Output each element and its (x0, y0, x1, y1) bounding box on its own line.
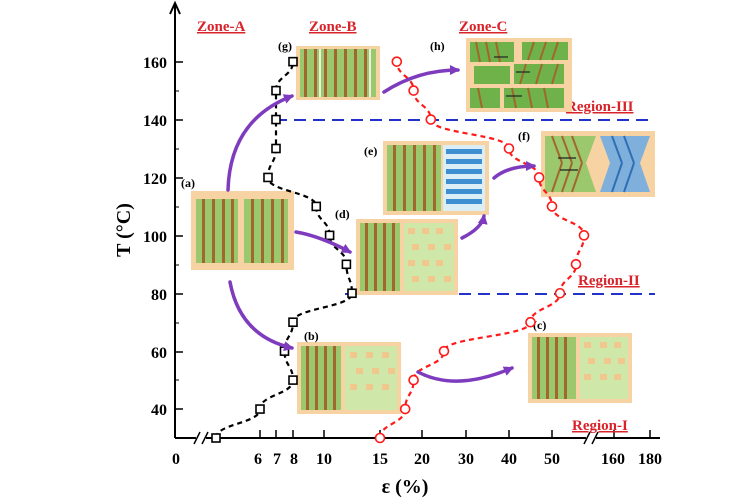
data-point-square (211, 433, 221, 443)
data-point-square (271, 114, 281, 125)
y-tick-label: 60 (151, 345, 167, 362)
data-point-square (288, 56, 298, 67)
panel-label-c: (c) (533, 318, 546, 332)
panel-label-f: (f) (518, 129, 530, 143)
x-tick-label: 30 (458, 451, 474, 468)
data-point-circle (408, 374, 419, 386)
arrow-a-to-g (226, 94, 294, 192)
data-point-square (311, 201, 322, 212)
y-tick-label: 40 (151, 402, 167, 419)
panel-label-d: (d) (335, 207, 350, 221)
data-point-square (271, 143, 281, 154)
data-point-circle (503, 143, 515, 154)
data-point-circle (578, 230, 590, 241)
x-tick-label: 180 (638, 451, 662, 468)
x-axis-label: ε (%) (382, 476, 429, 498)
region-ii-label: Region-II (578, 273, 640, 289)
x-tick-label: 40 (501, 451, 517, 468)
morphology-panel-c (528, 333, 632, 403)
y-axis-label: T (°C) (113, 203, 135, 257)
x-tick-label: 20 (414, 451, 430, 468)
y-tick-label: 100 (143, 229, 167, 246)
morphology-panel-g (296, 46, 380, 100)
data-point-square (288, 375, 298, 385)
x-tick-label: 0 (172, 451, 180, 468)
data-point-square (271, 85, 281, 96)
panel-label-e: (e) (364, 144, 377, 158)
morphology-panel-h (466, 38, 572, 112)
axis-breaks (193, 431, 599, 445)
y-tick-labels: 40 60 80 100 120 140 160 (143, 55, 167, 419)
arrow-b-to-c (416, 366, 514, 383)
data-point-square (263, 172, 273, 183)
morphology-panel-b (297, 342, 401, 414)
data-point-circle (438, 345, 450, 357)
region-i-label: Region-I (572, 418, 628, 434)
arrow-g-to-h (382, 65, 460, 94)
arrow-d-to-e (460, 214, 488, 240)
data-point-circle (554, 287, 566, 299)
arrow-a-to-b (228, 280, 294, 352)
region-iii-label: Region-III (566, 99, 634, 115)
data-point-circle (399, 403, 411, 415)
x-ticks (259, 430, 651, 438)
x-tick-labels: 0 6 7 8 10 15 20 30 40 50 160 180 (172, 451, 662, 468)
panel-label-a: (a) (181, 176, 195, 190)
x-tick-label: 15 (372, 451, 388, 468)
data-point-square (288, 317, 298, 328)
y-tick-label: 80 (151, 287, 167, 304)
zone-b-label: Zone-B (309, 19, 357, 35)
zone-a-label: Zone-A (197, 19, 246, 35)
zone-c-label: Zone-C (459, 19, 507, 35)
y-tick-label: 140 (143, 113, 167, 130)
data-point-circle (525, 316, 536, 328)
data-point-circle (533, 172, 545, 183)
morphology-panel-e (383, 141, 489, 215)
data-point-square (347, 288, 357, 299)
panel-label-b: (b) (304, 329, 319, 343)
data-point-square (341, 259, 352, 270)
x-tick-label: 8 (290, 451, 298, 468)
morphology-panel-a (191, 191, 294, 270)
y-axis (169, 0, 181, 438)
arrow-a-to-d (294, 230, 352, 254)
y-tick-label: 120 (143, 171, 167, 188)
data-point-square (324, 230, 335, 241)
panel-label-g: (g) (278, 39, 292, 53)
data-point-circle (408, 85, 419, 96)
x-tick-label: 7 (273, 451, 281, 468)
data-point-circle (425, 114, 437, 125)
morphology-panel-d (356, 219, 458, 295)
x-tick-label: 10 (316, 451, 332, 468)
data-point-circle (570, 258, 582, 270)
transition-arrows (226, 65, 536, 383)
arrow-e-to-f (492, 161, 536, 180)
y-ticks (175, 61, 183, 410)
y-tick-label: 160 (143, 55, 167, 72)
series-line-circle (378, 61, 586, 439)
data-point-circle (546, 201, 558, 212)
panel-label-h: (h) (430, 39, 445, 53)
data-point-circle (391, 56, 403, 67)
x-tick-label: 50 (544, 451, 560, 468)
data-point-circle (374, 432, 386, 444)
data-point-square (255, 404, 265, 414)
x-tick-label: 160 (601, 451, 625, 468)
morphology-panel-f (541, 131, 655, 197)
x-tick-label: 6 (254, 451, 262, 468)
